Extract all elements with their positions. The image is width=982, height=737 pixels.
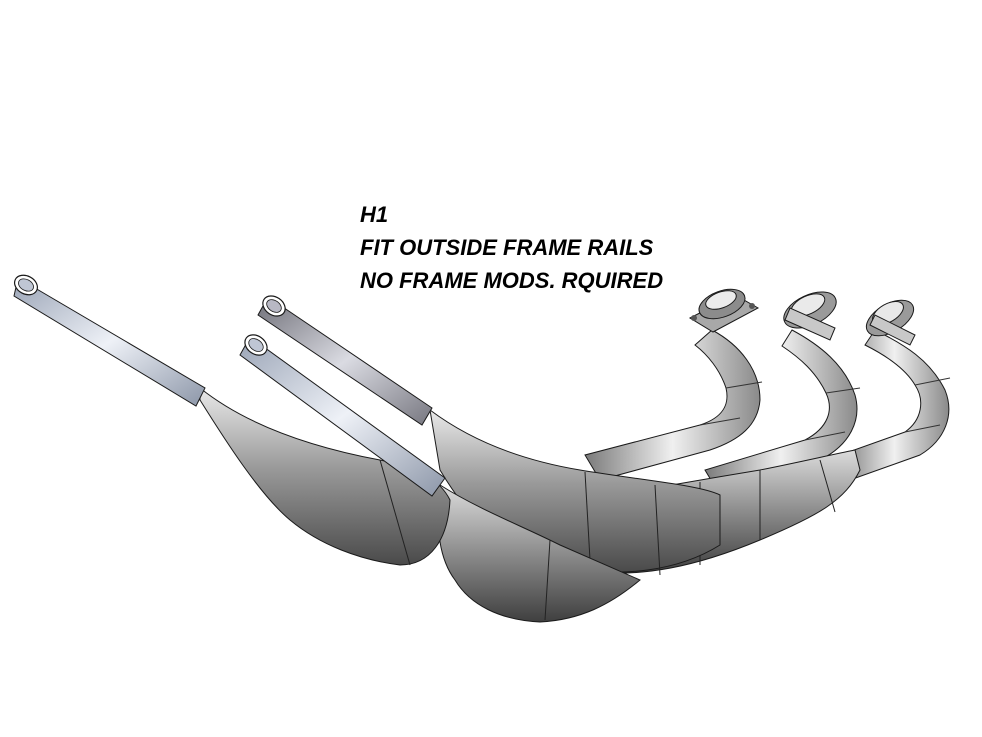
- annotation-note: H1 FIT OUTSIDE FRAME RAILS NO FRAME MODS…: [360, 198, 663, 297]
- stinger-tailpipe-right: [239, 334, 446, 497]
- exhaust-flange-middle: [783, 291, 837, 341]
- annotation-line-mods: NO FRAME MODS. RQUIRED: [360, 268, 664, 293]
- expansion-chamber-left: [199, 386, 641, 623]
- exhaust-header-pipe-left: [584, 329, 763, 481]
- exhaust-flange-right: [865, 299, 916, 346]
- stinger-tailpipe-middle: [257, 295, 433, 426]
- exhaust-flange-left: [688, 288, 760, 333]
- exhaust-header-pipe-right: [839, 329, 951, 481]
- annotation-line-fit: FIT OUTSIDE FRAME RAILS: [360, 235, 654, 260]
- annotation-title: H1: [360, 202, 389, 227]
- stinger-tailpipe-left: [13, 274, 206, 407]
